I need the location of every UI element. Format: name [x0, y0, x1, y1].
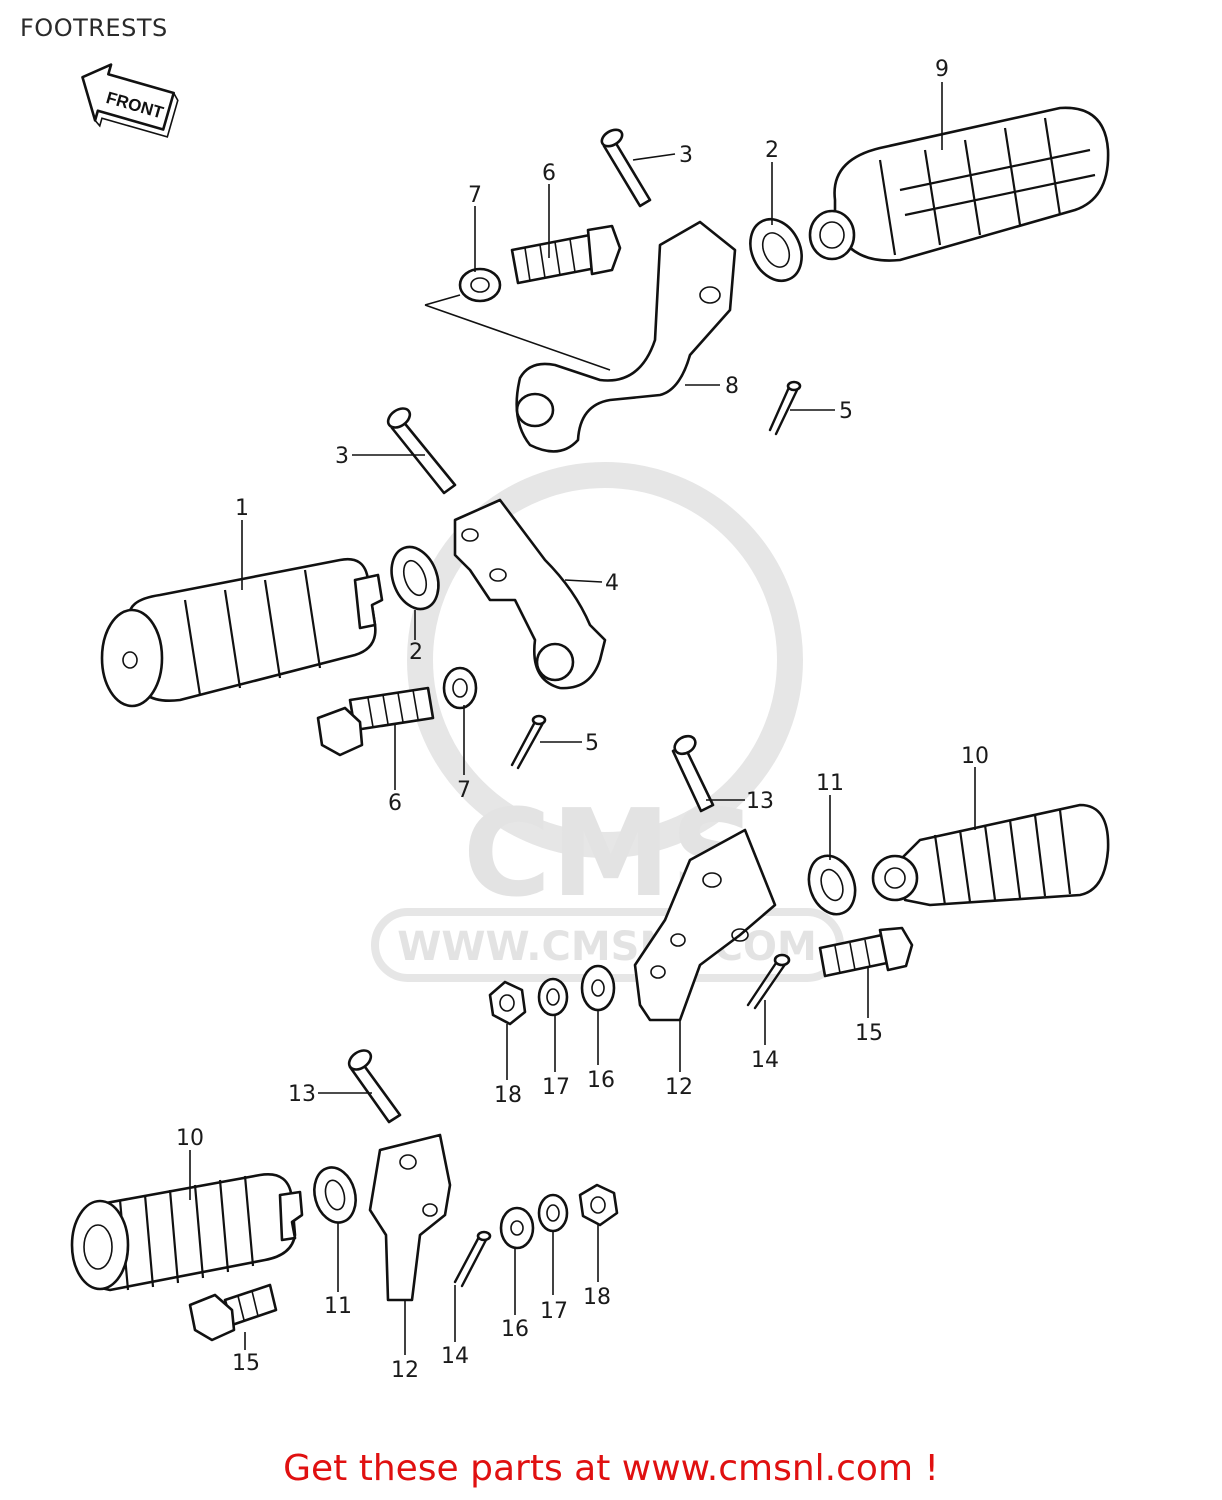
washer-11-lower — [313, 1166, 357, 1224]
callout-2: 2 — [765, 138, 779, 163]
bracket-8 — [424, 220, 737, 453]
callout-5: 5 — [839, 399, 853, 424]
bracket-4 — [453, 498, 607, 690]
callout-11: 11 — [816, 771, 844, 796]
washer-2-top — [749, 217, 803, 283]
callout-17: 17 — [542, 1075, 570, 1100]
callout-3: 3 — [335, 444, 349, 469]
washer-11-upper — [807, 854, 857, 916]
washer-16-lower — [499, 1206, 535, 1250]
bolt-6-middle — [316, 686, 435, 757]
callout-18: 18 — [583, 1285, 611, 1310]
callout-14: 14 — [441, 1344, 469, 1369]
footpeg-rubber-10-lower — [70, 1172, 304, 1292]
callout-2: 2 — [409, 640, 423, 665]
washer-16-upper — [580, 964, 616, 1012]
footpeg-rubber-9 — [808, 106, 1110, 262]
callout-11: 11 — [324, 1294, 352, 1319]
pin-13-lower — [347, 1049, 402, 1124]
nut-18-lower — [578, 1183, 619, 1227]
callout-15: 15 — [232, 1351, 260, 1376]
leader-lines — [189, 82, 976, 1355]
callout-12: 12 — [391, 1358, 419, 1383]
cotter-pin-14-lower — [453, 1230, 492, 1288]
callout-7: 7 — [457, 778, 471, 803]
callout-13: 13 — [288, 1082, 316, 1107]
callout-12: 12 — [665, 1075, 693, 1100]
pin-3-top — [600, 128, 652, 208]
washer-2-middle — [390, 545, 440, 611]
callout-15: 15 — [855, 1021, 883, 1046]
callout-9: 9 — [935, 57, 949, 82]
callout-3: 3 — [679, 143, 693, 168]
callout-8: 8 — [725, 374, 739, 399]
callout-4: 4 — [605, 571, 619, 596]
lock-washer-17-upper — [537, 977, 569, 1017]
callout-7: 7 — [468, 183, 482, 208]
watermark-url: WWW.CMSNL.COM — [397, 924, 817, 970]
callout-labels: 9 3 2 6 7 8 5 3 1 4 2 5 6 7 10 11 13 15 … — [176, 57, 989, 1383]
cotter-pin-5-top — [768, 380, 802, 436]
lock-washer-7-middle — [442, 666, 478, 710]
callout-10: 10 — [961, 744, 989, 769]
page-title: FOOTRESTS — [20, 14, 168, 42]
bolt-6-top — [510, 224, 622, 285]
footpeg-rubber-10-upper — [871, 803, 1110, 907]
bolt-15-lower — [188, 1283, 278, 1342]
callout-18: 18 — [494, 1083, 522, 1108]
pin-13-upper — [671, 734, 715, 813]
callout-16: 16 — [501, 1317, 529, 1342]
watermark: CMS WWW.CMSNL.COM — [371, 462, 844, 982]
bracket-12-lower — [368, 1133, 452, 1302]
callout-5: 5 — [585, 731, 599, 756]
front-arrow: FRONT — [81, 63, 179, 138]
bolt-15-upper — [818, 926, 914, 978]
lock-washer-17-lower — [537, 1193, 569, 1233]
callout-6: 6 — [542, 161, 556, 186]
callout-6: 6 — [388, 791, 402, 816]
callout-16: 16 — [587, 1068, 615, 1093]
cotter-pin-14-upper — [746, 953, 791, 1010]
lock-washer-7-top — [458, 267, 502, 303]
callout-10: 10 — [176, 1126, 204, 1151]
pin-3-middle — [386, 407, 457, 495]
callout-1: 1 — [235, 496, 249, 521]
cotter-pin-5-middle — [510, 714, 547, 770]
nut-18-upper — [488, 980, 527, 1026]
footer-parts-link[interactable]: Get these parts at www.cmsnl.com ! — [283, 1448, 939, 1489]
callout-17: 17 — [540, 1299, 568, 1324]
footpeg-rubber-1 — [100, 557, 384, 708]
callout-13: 13 — [746, 789, 774, 814]
callout-14: 14 — [751, 1048, 779, 1073]
